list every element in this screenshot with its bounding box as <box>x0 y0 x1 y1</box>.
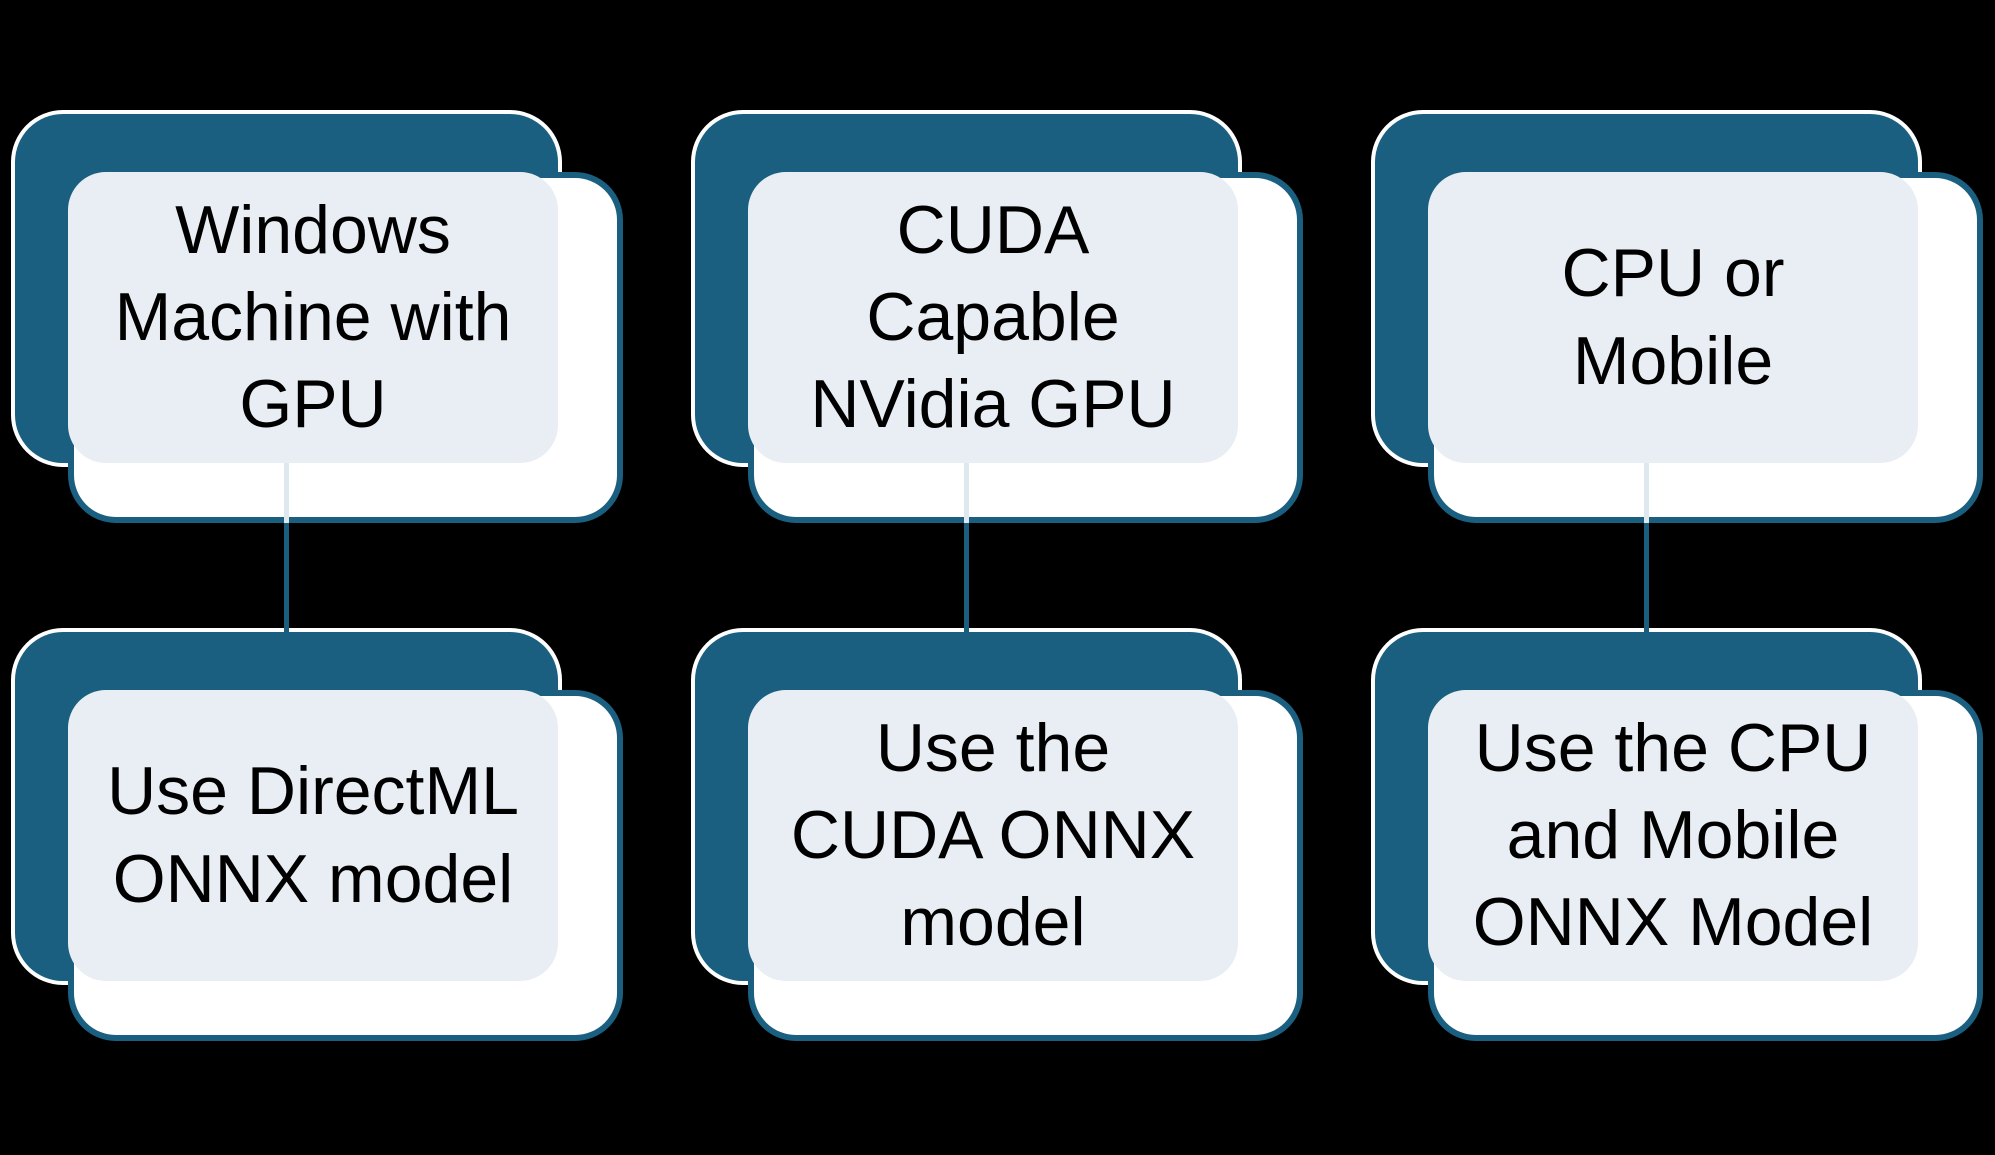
connector-line-col3 <box>1644 523 1649 632</box>
node-use-directml-onnx-model: Use DirectML ONNX model <box>15 632 623 1041</box>
node-panel: CUDA Capable NVidia GPU <box>748 172 1238 463</box>
connector-line-light-col2 <box>964 463 969 523</box>
connector-line-light-col1 <box>284 463 289 523</box>
node-cuda-capable-nvidia-gpu: CUDA Capable NVidia GPU <box>695 114 1303 523</box>
node-label: Use DirectML ONNX model <box>107 753 519 917</box>
node-label: CUDA Capable NVidia GPU <box>810 191 1176 443</box>
node-panel: Use DirectML ONNX model <box>68 690 558 981</box>
node-panel: Use the CPU and Mobile ONNX Model <box>1428 690 1918 981</box>
node-label: CPU or Mobile <box>1561 235 1785 399</box>
connector-line-light-col3 <box>1644 463 1649 523</box>
node-label: Windows Machine with GPU <box>114 191 512 443</box>
node-label: Use the CUDA ONNX model <box>790 709 1196 961</box>
node-windows-machine-with-gpu: Windows Machine with GPU <box>15 114 623 523</box>
node-use-the-cuda-onnx-model: Use the CUDA ONNX model <box>695 632 1303 1041</box>
node-panel: Windows Machine with GPU <box>68 172 558 463</box>
connector-line-col1 <box>284 523 289 632</box>
node-use-cpu-and-mobile-onnx-model: Use the CPU and Mobile ONNX Model <box>1375 632 1983 1041</box>
node-label: Use the CPU and Mobile ONNX Model <box>1472 709 1874 961</box>
node-cpu-or-mobile: CPU or Mobile <box>1375 114 1983 523</box>
node-panel: Use the CUDA ONNX model <box>748 690 1238 981</box>
node-panel: CPU or Mobile <box>1428 172 1918 463</box>
connector-line-col2 <box>964 523 969 632</box>
